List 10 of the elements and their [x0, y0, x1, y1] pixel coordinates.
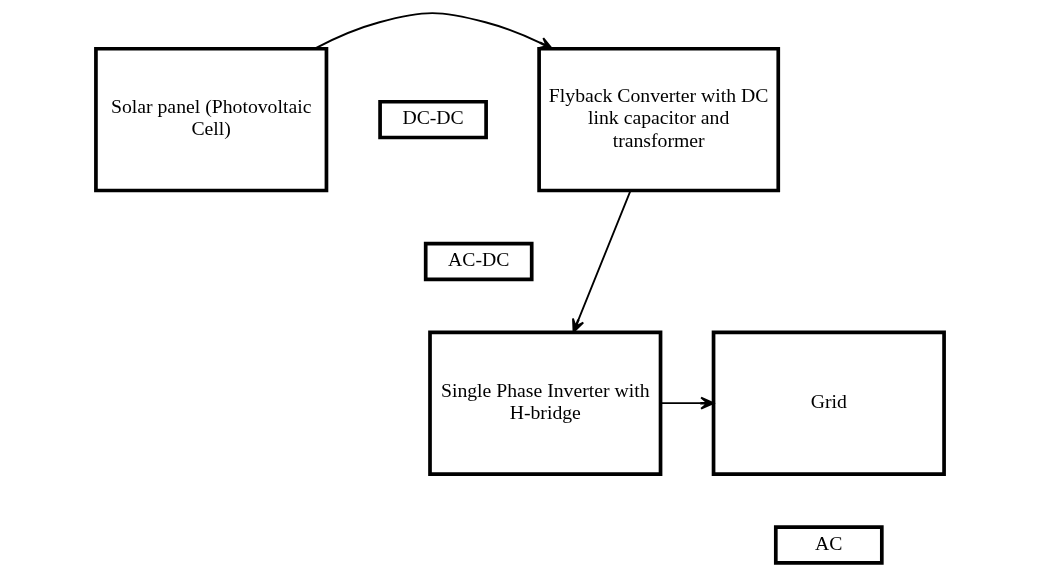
node-box: DC-DC [378, 99, 488, 140]
arrow [313, 12, 553, 50]
node-box: Flyback Converter with DC link capacitor and transformer [537, 46, 781, 193]
arrow [572, 189, 632, 333]
node-box: AC-DC [423, 241, 534, 282]
arrow [660, 396, 715, 410]
node-box: Solar panel (Photovoltaic Cell) [94, 46, 329, 193]
node-box: Single Phase Inverter with H-bridge [428, 330, 663, 476]
node-box: AC [773, 525, 884, 565]
node-box: Grid [711, 330, 946, 476]
